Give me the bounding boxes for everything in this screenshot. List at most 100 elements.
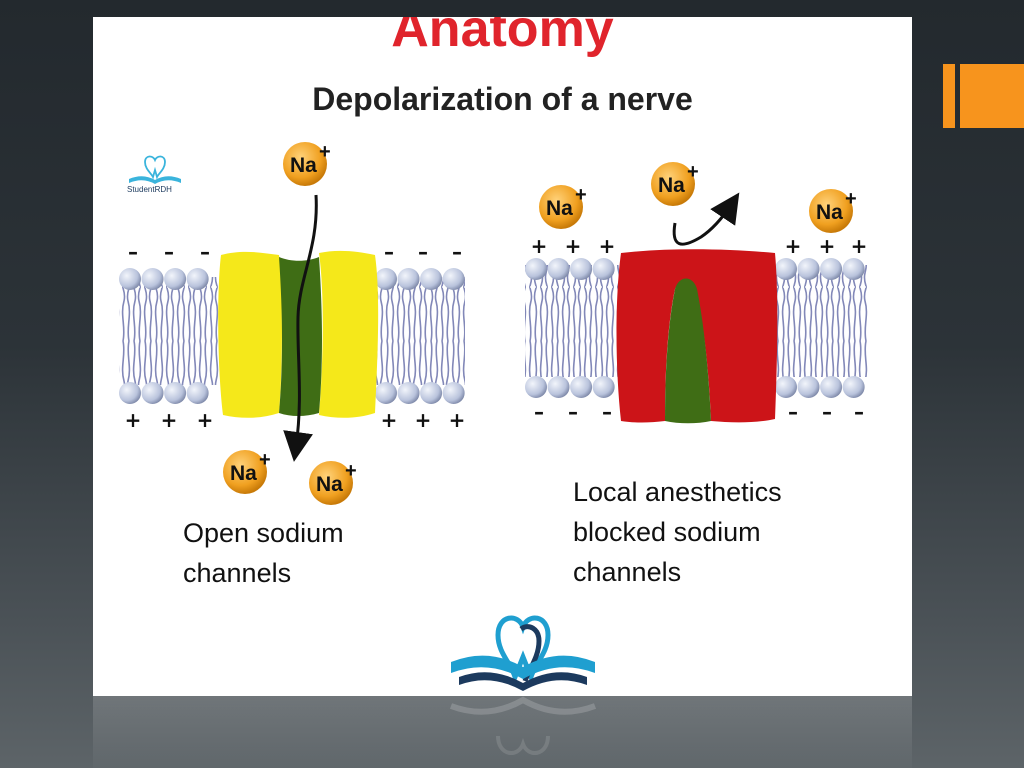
caption-open-channels: Open sodium channels — [183, 513, 344, 593]
lipid-head — [141, 268, 164, 290]
charge-sign: + — [531, 234, 548, 258]
bottom-logo — [451, 615, 595, 691]
small-logo-text: StudentRDH — [127, 185, 172, 194]
lipid-head — [820, 376, 843, 398]
lipid-head — [164, 382, 187, 404]
ion-label: Na — [546, 197, 573, 220]
open-channel-right-wall — [319, 250, 379, 418]
lipid-heads-left — [119, 268, 465, 404]
caption-right-line-2: blocked sodium — [573, 517, 761, 547]
ion-flow-arrow — [283, 194, 318, 462]
membrane-charges: ––––––++++++++++++–––––– — [125, 234, 868, 432]
caption-left-line-1: Open sodium — [183, 518, 344, 548]
ion-label: Na — [230, 462, 257, 485]
blocked-pore — [665, 278, 711, 424]
reflection-logo-icon — [449, 696, 597, 755]
lipid-head — [119, 382, 141, 404]
ion-charge: + — [845, 188, 857, 210]
left-membrane — [119, 194, 465, 462]
caption-blocked-channels: Local anesthetics blocked sodium channel… — [573, 472, 782, 592]
lipid-head — [547, 258, 570, 280]
charge-sign: – — [534, 400, 544, 424]
charge-sign: – — [200, 240, 210, 264]
sodium-ions: Na+Na+Na+Na+Na+Na+ — [223, 141, 857, 505]
lipid-head — [592, 376, 615, 398]
lipid-head — [547, 376, 570, 398]
caption-right-line-3: channels — [573, 557, 682, 587]
lipid-head — [186, 382, 209, 404]
lipid-head — [797, 258, 820, 280]
charge-sign: – — [452, 240, 462, 264]
charge-sign: + — [819, 234, 836, 258]
charge-sign: + — [197, 408, 214, 432]
lipid-head — [820, 258, 843, 280]
lipid-tails-left — [119, 277, 227, 385]
open-channel-left-wall — [218, 251, 282, 418]
lipid-head — [141, 382, 164, 404]
charge-sign: – — [602, 400, 612, 424]
lipid-tails-left-b — [373, 277, 465, 385]
ion-sphere — [309, 461, 353, 505]
charge-sign: + — [565, 234, 582, 258]
lipid-head — [164, 268, 187, 290]
lipid-head — [525, 376, 547, 398]
figure-reflection — [93, 696, 912, 768]
accent-bar-thin — [943, 64, 955, 128]
lipid-head — [797, 376, 820, 398]
right-membrane — [525, 192, 869, 424]
caption-right-line-1: Local anesthetics — [573, 477, 782, 507]
sodium-ion: Na+ — [309, 460, 357, 505]
lipid-head — [442, 268, 465, 290]
small-logo: StudentRDH — [127, 155, 181, 194]
ion-sphere — [223, 450, 267, 494]
lipid-head — [186, 268, 209, 290]
ion-label: Na — [316, 473, 343, 496]
lipid-head — [775, 258, 797, 280]
lipid-head — [397, 268, 420, 290]
ion-charge: + — [259, 449, 271, 471]
figure-title: Anatomy — [391, 17, 614, 58]
lipid-head — [842, 376, 865, 398]
lipid-head — [570, 258, 593, 280]
ion-label: Na — [290, 154, 317, 177]
lipid-head — [842, 258, 865, 280]
ion-charge: + — [687, 161, 699, 183]
charge-sign: – — [568, 400, 578, 424]
charge-sign: + — [785, 234, 802, 258]
charge-sign: – — [854, 400, 864, 424]
charge-sign: + — [449, 408, 466, 432]
tooth-book-logo-icon — [129, 155, 181, 184]
ion-sphere — [651, 162, 695, 206]
charge-sign: + — [161, 408, 178, 432]
ion-sphere — [283, 142, 327, 186]
sodium-ion: Na+ — [223, 449, 271, 494]
sodium-ion: Na+ — [809, 188, 857, 233]
blocked-channel — [616, 249, 778, 423]
charge-sign: – — [822, 400, 832, 424]
ion-deflect-arrow — [672, 192, 740, 246]
charge-sign: – — [418, 240, 428, 264]
ion-label: Na — [658, 174, 685, 197]
lipid-head — [525, 258, 547, 280]
sodium-ion: Na+ — [539, 184, 587, 229]
lipid-head — [420, 268, 443, 290]
ion-charge: + — [575, 184, 587, 206]
figure-image: Anatomy Depolarization of a nerve — [93, 17, 912, 696]
ion-sphere — [539, 185, 583, 229]
lipid-head — [375, 268, 397, 290]
ion-charge: + — [319, 141, 331, 163]
depolarization-diagram: StudentRDH ––––––++++++++++++––––– — [119, 141, 869, 691]
ion-label: Na — [816, 201, 843, 224]
lipid-head — [420, 382, 443, 404]
lipid-tails-right-b — [773, 265, 869, 377]
open-pore — [279, 257, 322, 416]
lipid-head — [397, 382, 420, 404]
charge-sign: + — [599, 234, 616, 258]
sodium-ion: Na+ — [651, 161, 699, 206]
lipid-tails-right — [525, 265, 625, 377]
charge-sign: – — [384, 240, 394, 264]
figure-subtitle: Depolarization of a nerve — [312, 81, 693, 117]
lipid-heads-right — [525, 258, 865, 398]
lipid-head — [119, 268, 141, 290]
charge-sign: – — [788, 400, 798, 424]
